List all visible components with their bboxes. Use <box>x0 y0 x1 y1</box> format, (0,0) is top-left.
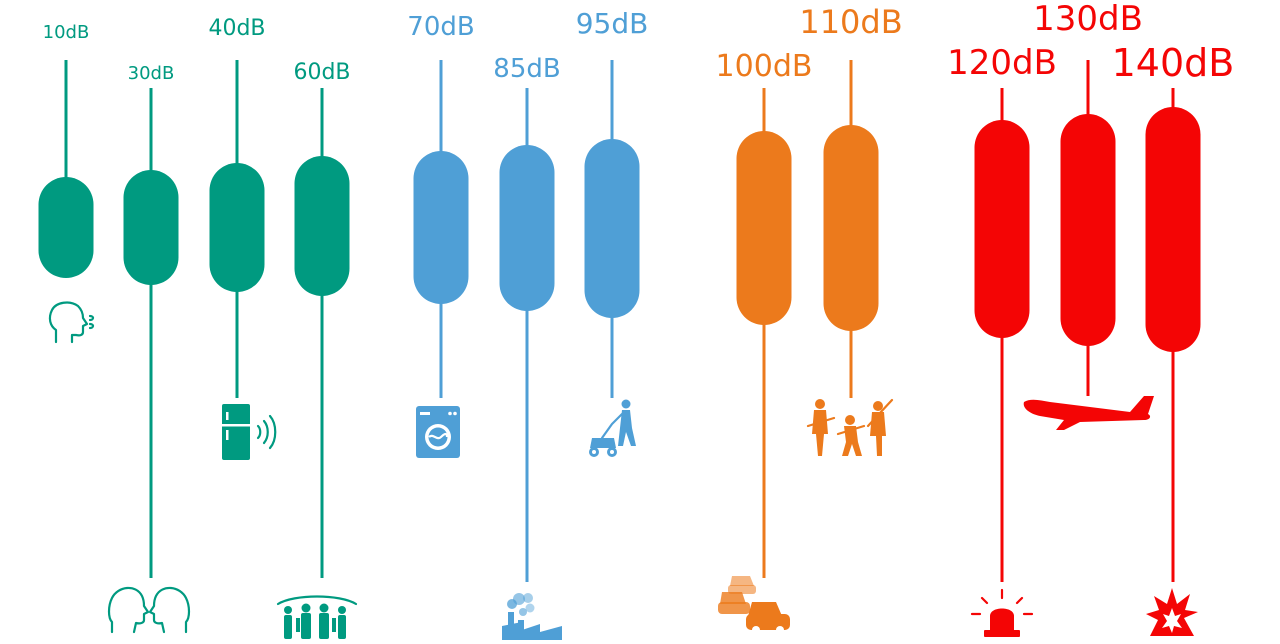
office-crowd-icon-graphic <box>276 595 358 639</box>
level-label-2: 30dB <box>127 63 175 84</box>
level-pill-9 <box>823 125 879 331</box>
level-pill-8 <box>736 131 792 325</box>
level-pill-11 <box>1060 114 1116 346</box>
level-pill-2 <box>123 170 179 285</box>
siren-icon-graphic <box>970 588 1034 637</box>
rock-band-icon <box>804 396 894 458</box>
airplane-icon <box>1020 390 1160 430</box>
level-label-12: 140dB <box>1111 41 1235 85</box>
level-pill-10 <box>974 120 1030 338</box>
level-label-5: 70dB <box>407 12 475 42</box>
level-label-7: 95dB <box>575 7 649 40</box>
level-line-8 <box>762 88 766 578</box>
traffic-cars-icon <box>716 568 794 636</box>
lawn-mower-icon-graphic <box>589 399 636 457</box>
level-pill-12 <box>1145 107 1201 352</box>
conversation-icon-graphic <box>107 586 191 634</box>
factory-icon <box>500 590 564 640</box>
level-pill-6 <box>499 145 555 311</box>
washing-machine-icon <box>414 404 462 460</box>
rock-band-icon-graphic <box>806 398 894 456</box>
level-label-8: 100dB <box>715 49 813 84</box>
level-pill-1 <box>38 177 94 278</box>
conversation-icon <box>106 578 192 634</box>
level-line-6 <box>525 88 529 582</box>
level-pill-4 <box>294 156 350 296</box>
level-label-1: 10dB <box>42 22 90 43</box>
level-label-6: 85dB <box>493 54 561 84</box>
level-pill-3 <box>209 163 265 292</box>
level-pill-5 <box>413 151 469 304</box>
level-line-4 <box>320 88 324 578</box>
whisper-icon <box>46 298 106 346</box>
level-line-2 <box>149 88 153 578</box>
traffic-cars-icon-graphic <box>718 576 790 634</box>
level-label-10: 120dB <box>947 43 1057 83</box>
level-label-4: 60dB <box>293 60 351 85</box>
explosion-icon <box>1144 586 1200 638</box>
airplane-icon-graphic <box>1023 396 1154 430</box>
level-label-9: 110dB <box>799 3 903 41</box>
refrigerator-icon-graphic <box>222 404 277 460</box>
refrigerator-icon <box>218 402 278 462</box>
level-line-1 <box>64 60 68 178</box>
level-label-3: 40dB <box>208 16 266 41</box>
level-pill-7 <box>584 139 640 318</box>
explosion-icon-graphic <box>1146 588 1198 636</box>
whisper-icon-graphic <box>48 301 95 344</box>
level-label-11: 130dB <box>1033 0 1143 39</box>
factory-icon-graphic <box>502 593 562 640</box>
lawn-mower-icon <box>572 398 648 460</box>
washing-machine-icon-graphic <box>416 406 460 458</box>
office-crowd-icon <box>274 582 360 640</box>
siren-icon <box>968 586 1036 638</box>
